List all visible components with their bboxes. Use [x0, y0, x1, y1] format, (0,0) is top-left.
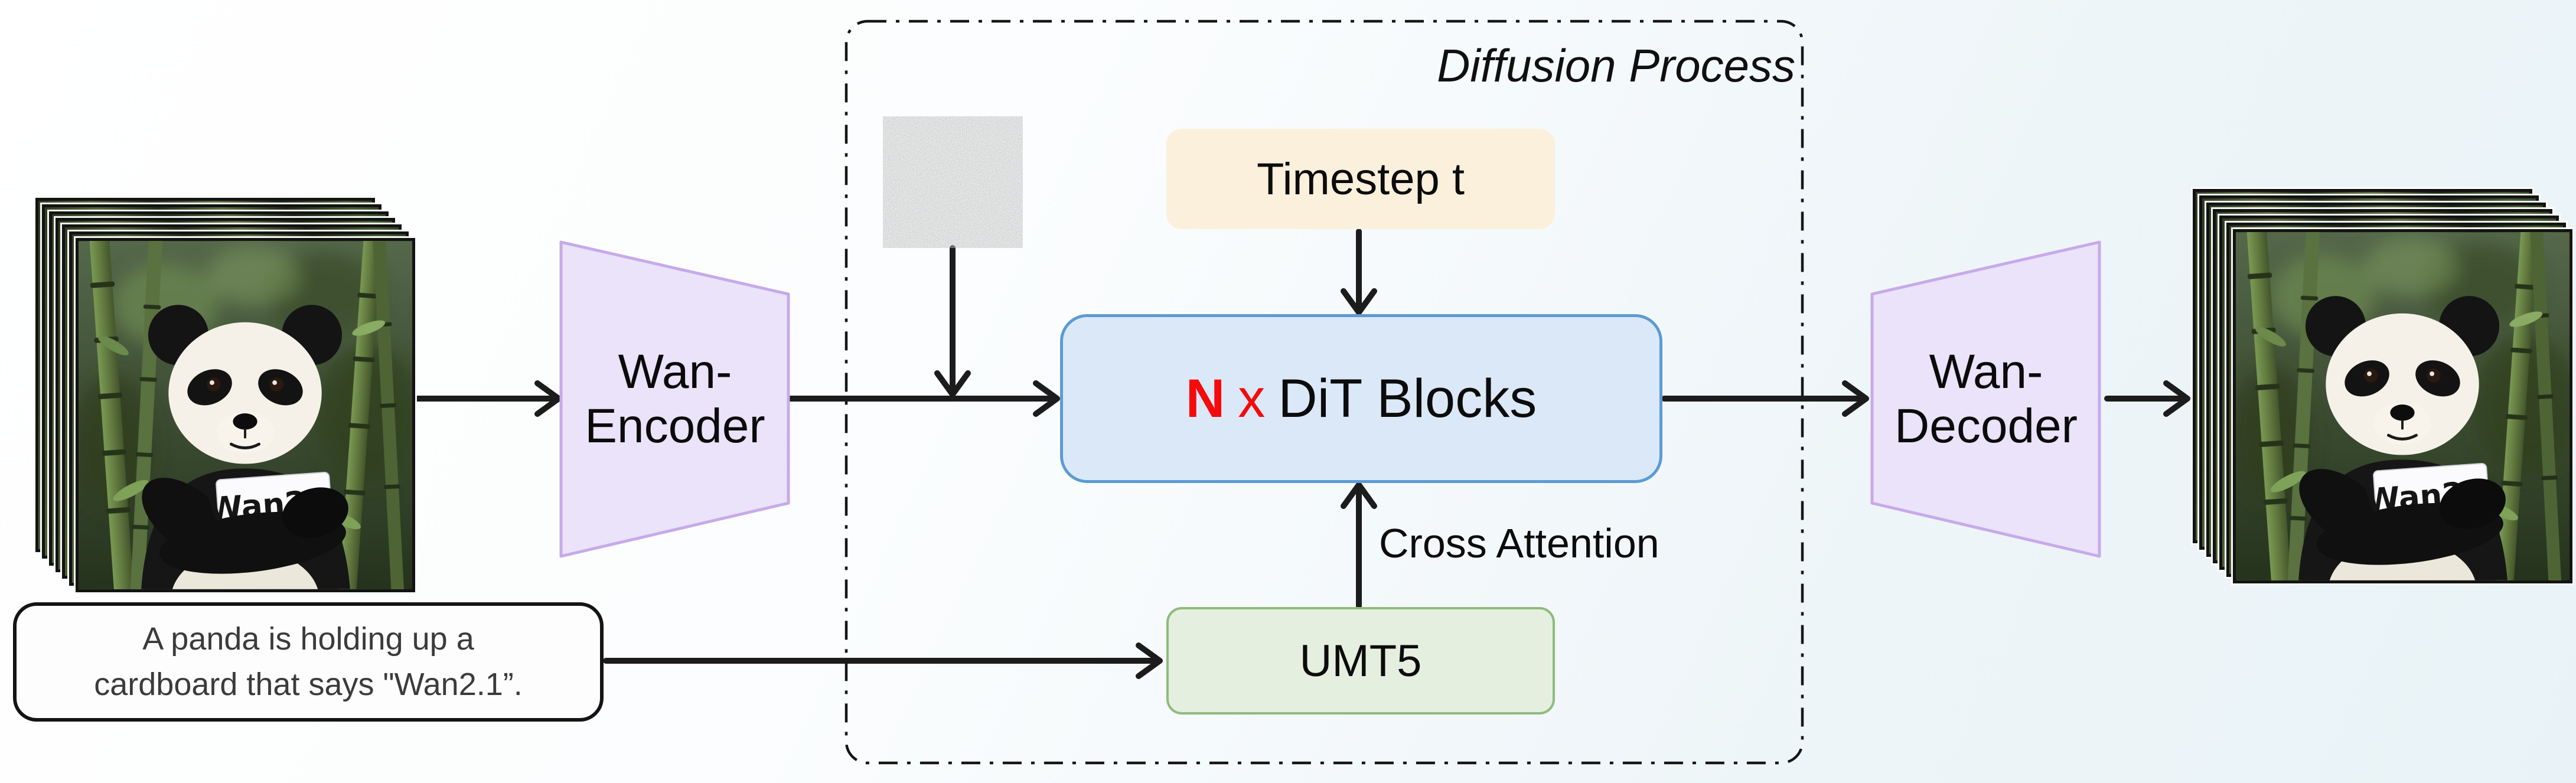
prompt-line-1: A panda is holding up a [142, 621, 474, 657]
timestep-box: Timestep t [1166, 129, 1555, 229]
wan-decoder-block: Wan- Decoder [1865, 235, 2107, 563]
dit-n-count: N [1185, 368, 1225, 429]
decoder-label: Wan- Decoder [1865, 235, 2107, 563]
arrow-dit-to-decoder [1661, 380, 1869, 417]
decoder-trapezoid-shape [1870, 240, 2101, 558]
panda-image [74, 236, 417, 594]
dit-blocks-box: N x DiT Blocks [1060, 314, 1662, 483]
dit-times-symbol: x [1238, 368, 1266, 429]
encoder-trapezoid-shape [559, 240, 790, 558]
arrow-frames-to-encoder [414, 380, 562, 417]
cross-attention-label: Cross Attention [1379, 520, 1659, 566]
prompt-line-2: cardboard that says "Wan2.1”. [94, 667, 523, 702]
encoder-label-line1: Wan- [618, 345, 732, 399]
arrow-prompt-to-umt5 [603, 642, 1163, 679]
noise-image [883, 116, 1023, 248]
diffusion-process-border [844, 19, 1804, 765]
decoder-label-line1: Wan- [1929, 345, 2043, 399]
encoder-label-line2: Encoder [585, 399, 765, 453]
arrow-encoder-to-dit [787, 380, 1060, 417]
text-prompt-box: A panda is holding up a cardboard that s… [13, 602, 604, 722]
panda-image [2231, 227, 2574, 585]
wan-encoder-block: Wan- Encoder [554, 235, 796, 563]
umt5-box: UMT5 [1166, 607, 1555, 715]
arrow-timestep-to-dit [1341, 229, 1377, 315]
arrow-decoder-to-frames [2104, 380, 2190, 417]
timestep-label: Timestep t [1257, 154, 1465, 204]
arrow-umt5-to-dit [1341, 482, 1377, 609]
encoder-label: Wan- Encoder [554, 235, 796, 563]
decoder-label-line2: Decoder [1894, 399, 2078, 453]
output-video-frames-stack [2191, 187, 2574, 585]
umt5-label: UMT5 [1299, 635, 1422, 686]
arrow-noise-to-latent [934, 245, 971, 397]
input-video-frames-stack [34, 196, 417, 594]
dit-blocks-label: DiT Blocks [1278, 368, 1537, 429]
diffusion-process-title: Diffusion Process [1437, 40, 1795, 92]
